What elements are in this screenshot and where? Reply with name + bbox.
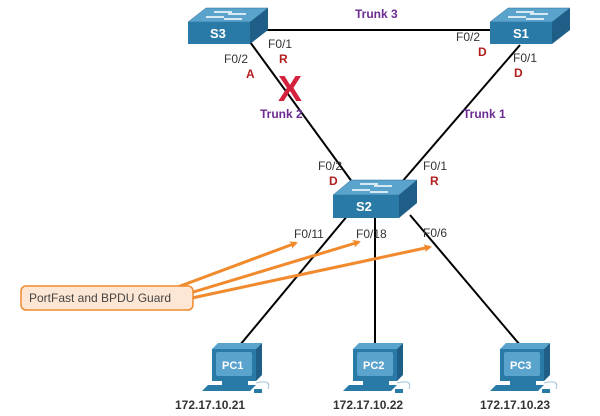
pc-label: PC2 — [363, 360, 384, 372]
switch-front-face — [490, 22, 552, 44]
switch-arrows-icon — [352, 183, 392, 193]
monitor-top — [212, 343, 262, 349]
arrow-to-f011 — [174, 241, 298, 290]
trunk1-link — [394, 44, 521, 191]
switch-s1[interactable]: S1 — [489, 7, 571, 44]
monitor-screen — [504, 352, 540, 376]
blocked-port-x-icon: X — [278, 68, 302, 109]
monitor-top — [500, 343, 550, 349]
monitor-screen — [216, 352, 252, 376]
monitor-top — [353, 343, 403, 349]
keyboard-icon — [202, 385, 256, 391]
pc3-link — [409, 214, 521, 346]
port-label: F0/2 — [224, 52, 248, 66]
pc-pc2[interactable]: PC2 172.17.10.22 — [333, 343, 411, 412]
switch-s2[interactable]: S2 — [332, 179, 418, 218]
port-role: R — [279, 52, 288, 66]
switch-front-face — [188, 22, 250, 44]
callout-box — [20, 285, 194, 311]
switch-side-face — [552, 8, 570, 44]
trunk2-label: Trunk 2 — [260, 107, 303, 121]
port-label: F0/1 — [268, 37, 292, 51]
port-label: F0/6 — [423, 226, 447, 240]
callout-portfast-bpdu-guard: PortFast and BPDU Guard — [20, 285, 194, 311]
arrow-to-f06 — [191, 244, 432, 300]
monitor-stand — [510, 381, 536, 385]
monitor-side — [544, 343, 550, 381]
switch-label: S2 — [356, 199, 372, 214]
switch-label: S1 — [513, 26, 529, 41]
mouse-icon — [542, 389, 550, 393]
trunk1-label: Trunk 1 — [463, 107, 506, 121]
pc-ip-address: 172.17.10.23 — [480, 398, 550, 412]
pc-ip-address: 172.17.10.21 — [175, 398, 245, 412]
pc-pc3[interactable]: PC3 172.17.10.23 — [480, 343, 558, 412]
port-label: F0/2 — [456, 30, 480, 44]
monitor-screen — [357, 352, 393, 376]
keyboard-icon — [343, 385, 397, 391]
mouse-icon — [254, 389, 262, 393]
trunk3-label: Trunk 3 — [355, 7, 398, 21]
switch-side-face — [250, 8, 268, 44]
port-label: F0/2 — [318, 159, 342, 173]
pc-ip-address: 172.17.10.22 — [333, 398, 403, 412]
port-role: D — [478, 45, 487, 59]
port-label: F0/1 — [513, 51, 537, 65]
pc-label: PC1 — [222, 360, 243, 372]
switch-arrows-icon — [206, 11, 246, 20]
port-label: F0/11 — [294, 227, 324, 241]
mouse-cable — [396, 381, 411, 390]
port-role: A — [246, 67, 255, 81]
arrow-to-f018 — [189, 239, 361, 295]
port-role: D — [329, 174, 338, 188]
switch-side-face — [399, 180, 417, 218]
monitor-stand — [363, 381, 389, 385]
trunk2-link — [249, 41, 359, 191]
port-role: D — [514, 66, 523, 80]
monitor-stand — [222, 381, 248, 385]
switch-arrows-icon — [508, 11, 548, 20]
switch-label: S3 — [210, 26, 226, 41]
switch-s3[interactable]: S3 — [187, 7, 269, 44]
mouse-cable — [543, 381, 558, 390]
mouse-icon — [395, 389, 403, 393]
mouse-cable — [255, 381, 270, 390]
pc-pc1[interactable]: PC1 172.17.10.21 — [175, 343, 270, 412]
monitor-side — [256, 343, 262, 381]
pc-label: PC3 — [510, 360, 531, 372]
callout-text: PortFast and BPDU Guard — [29, 291, 171, 305]
port-label: F0/18 — [356, 227, 387, 241]
port-role: R — [430, 174, 439, 188]
keyboard-icon — [490, 385, 544, 391]
switch-front-face — [333, 195, 399, 218]
port-label: F0/1 — [423, 159, 447, 173]
monitor-side — [397, 343, 403, 381]
pc1-link — [239, 214, 349, 346]
